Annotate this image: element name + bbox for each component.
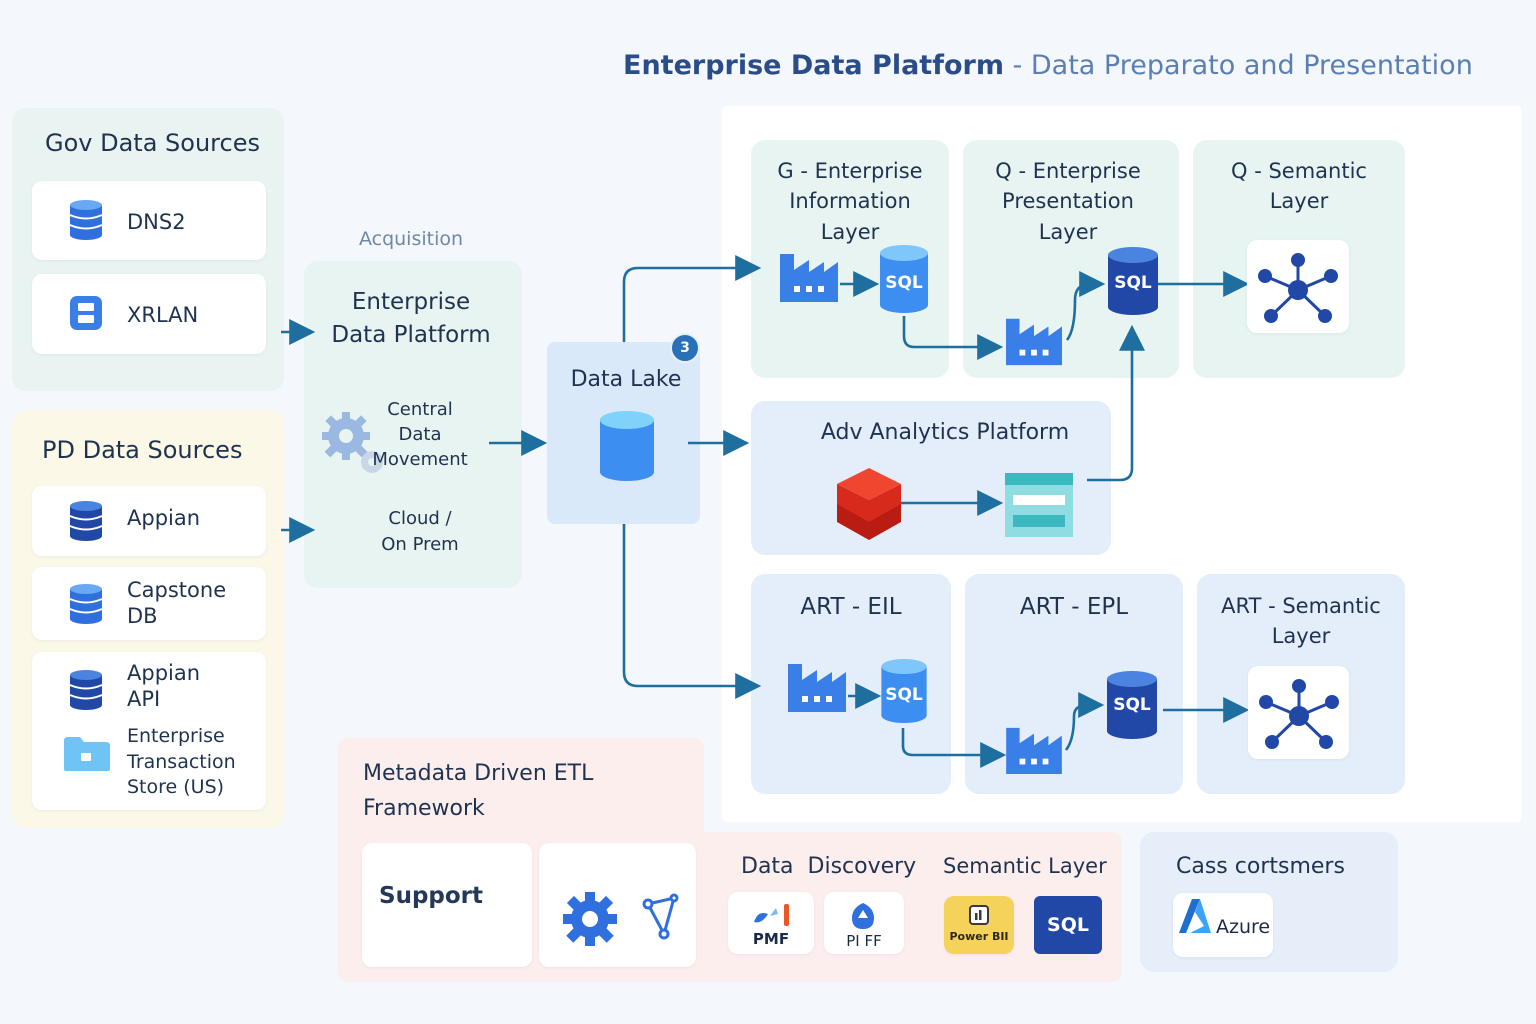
g-eil-title: G - Enterprise Information Layer	[777, 159, 923, 244]
network-graph-icon	[1258, 253, 1338, 323]
sql-database-icon	[1108, 247, 1158, 315]
source-label-capstone: Capstone DB	[127, 578, 227, 629]
etl-panel	[338, 738, 704, 838]
source-label-appian-api: Appian API	[127, 661, 201, 712]
azure-logo-icon	[1179, 899, 1211, 933]
support-label: Support	[379, 883, 484, 909]
sql-label: SQL	[1114, 273, 1152, 293]
panel-window-icon	[1005, 473, 1073, 537]
consumers-title: Cass cortsmers	[1176, 854, 1345, 879]
data-lake-title: Data Lake	[570, 367, 682, 392]
data-lake-database-icon	[600, 411, 654, 481]
connector-icon	[642, 893, 679, 940]
data-lake-badge: 3	[670, 333, 700, 363]
central-data-movement-label: Central Data Movement	[372, 399, 468, 471]
cloud-on-prem-label: Cloud / On Prem	[381, 508, 459, 556]
gov-sources-title: Gov Data Sources	[45, 129, 260, 157]
sql-database-icon	[1107, 671, 1157, 739]
stacked-layers-icon	[837, 468, 901, 540]
database-icon	[69, 200, 103, 240]
title-main: Enterprise Data Platform	[623, 50, 1004, 81]
art-semantic-title: ART - Semantic Layer	[1221, 594, 1381, 649]
acquisition-label: Acquisition	[358, 228, 464, 250]
discovery-title: Data Discovery	[741, 854, 917, 879]
powerbi-logo-icon	[969, 905, 989, 925]
acquisition-title: Enterprise Data Platform	[331, 289, 491, 349]
sql-label: SQL	[885, 685, 923, 705]
pmf-label: PMF	[752, 930, 790, 948]
pd-sources-title: PD Data Sources	[42, 436, 243, 464]
sql-tool-chip[interactable]: SQL	[1034, 896, 1102, 954]
powerbi-label: Power BII	[949, 930, 1009, 943]
gear-icon	[563, 892, 617, 946]
source-label-enterprise-transaction-store: Enterprise Transaction Store (US)	[127, 725, 236, 799]
factory-icon	[788, 664, 846, 712]
database-icon	[69, 501, 103, 541]
factory-icon	[1006, 727, 1062, 774]
pmf-tool-card[interactable]	[728, 892, 814, 954]
g-epl-title: Q - Enterprise Presentation Layer	[995, 159, 1141, 244]
azure-card[interactable]	[1173, 893, 1273, 957]
factory-icon	[780, 254, 838, 302]
gears-icon	[322, 412, 383, 473]
sql-label: SQL	[1113, 695, 1151, 715]
sql-database-icon	[881, 658, 927, 724]
azure-label: Azure	[1216, 916, 1271, 938]
source-label-xrlan: XRLAN	[127, 303, 199, 327]
page-title: Enterprise Data Platform - Data Preparat…	[623, 50, 1473, 81]
piff-logo-icon	[852, 903, 874, 929]
database-icon	[69, 670, 103, 710]
g-semantic-title: Q - Semantic Layer	[1231, 159, 1367, 214]
source-label-appian: Appian	[127, 506, 201, 530]
source-label-dns2: DNS2	[127, 210, 186, 234]
pmf-logo-icon	[754, 904, 789, 926]
support-card[interactable]	[362, 843, 532, 967]
piff-label: PI FF	[846, 932, 882, 950]
adv-analytics-title: Adv Analytics Platform	[820, 420, 1070, 445]
server-icon	[70, 296, 102, 330]
database-icon	[69, 584, 103, 624]
factory-icon	[1006, 318, 1062, 366]
etl-title: Metadata Driven ETL Framework	[363, 761, 594, 822]
folder-icon	[64, 737, 110, 771]
art-epl-title: ART - EPL	[1019, 594, 1129, 620]
sql-label: SQL	[885, 273, 923, 293]
etl-tools-card[interactable]	[539, 843, 696, 967]
sql-database-icon	[880, 245, 928, 313]
title-sub: - Data Preparato and Presentation	[1003, 50, 1473, 81]
art-eil-title: ART - EIL	[800, 594, 902, 620]
semantic-tools-title: Semantic Layer	[943, 854, 1107, 878]
network-graph-icon	[1259, 679, 1339, 749]
